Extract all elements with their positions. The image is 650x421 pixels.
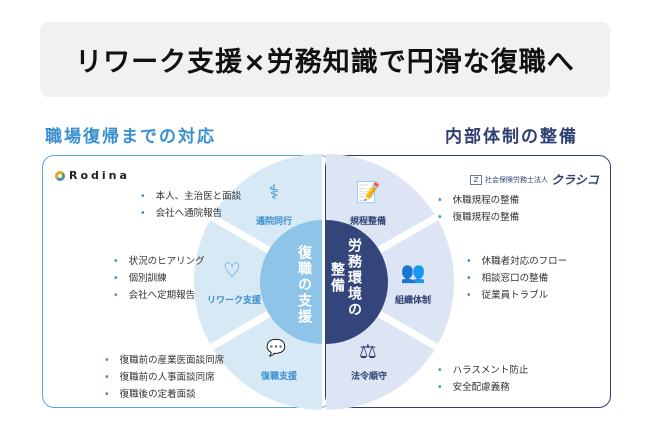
list-item: 休職者対応のフロー: [466, 253, 568, 270]
bullet-list: ハラスメント防止 安全配慮義務: [437, 362, 529, 396]
rodina-logo-text: Rodina: [69, 169, 130, 182]
segment-label: 復職支援: [260, 372, 297, 382]
heart-hand-icon: ♡: [223, 258, 241, 282]
list-item: 復職後の定着面談: [104, 386, 224, 403]
list-item: 会社へ定期報告: [113, 287, 205, 304]
list-item: 会社へ通院報告: [140, 205, 241, 222]
list-item: 安全配慮義務: [437, 379, 528, 396]
segment-divider: [375, 212, 441, 255]
list-item: 相談窓口の整備: [466, 270, 567, 287]
rodina-logo-icon: [55, 170, 65, 181]
list-item: 個別訓練: [113, 270, 205, 287]
bullet-list: 復職前の産業医面談同席 復職前の人事面談同席 復職後の定着面談: [104, 352, 225, 403]
stethoscope-icon: ⚕: [268, 180, 280, 204]
left-center-label: 復職の支援: [296, 245, 312, 325]
list-item: 復職規程の整備: [437, 209, 520, 226]
segment-label: 法令順守: [350, 372, 387, 382]
right-center-circle: [326, 220, 388, 344]
segment-divider: [375, 309, 441, 352]
bullet-list: 本人、主治医と面談 会社へ通院報告: [140, 188, 242, 222]
kurashiko-name: クラシコ: [551, 173, 599, 187]
right-panel: [325, 155, 611, 408]
page-title: リワーク支援×労務知識で円滑な復職へ: [75, 47, 575, 78]
right-heading: 内部体制の整備: [445, 127, 578, 147]
segment-label: リワーク支援: [206, 296, 261, 306]
list-item: 本人、主治医と面談: [140, 188, 242, 205]
bullet-list: 状況のヒアリング 個別訓練 会社へ定期報告: [113, 253, 205, 304]
gavel-icon: ⚖: [359, 339, 377, 363]
list-item: ハラスメント防止: [437, 362, 529, 379]
segment-divider: [207, 309, 273, 352]
bullet-list: 休職規程の整備 復職規程の整備: [437, 192, 520, 226]
document-pen-icon: 📝: [355, 180, 381, 204]
segment-label: 規程整備: [349, 217, 386, 227]
segment-label: 通院同行: [255, 217, 292, 227]
people-icon: 👥: [400, 260, 426, 284]
list-item: 休職規程の整備: [437, 192, 520, 209]
list-item: 復職前の人事面談同席: [104, 369, 224, 386]
right-center-label-1: 労務環境の: [346, 238, 362, 318]
segment-label: 組織体制: [394, 296, 431, 306]
list-item: 復職前の産業医面談同席: [104, 352, 225, 369]
kurashiko-prefix: 社会保険労務士法人: [485, 175, 548, 184]
chat-bubble-icon: 💬: [266, 338, 286, 357]
right-center-label-2: 整備: [329, 262, 345, 294]
list-item: 従業員トラブル: [466, 287, 567, 304]
kurashiko-logo-icon: Z: [470, 174, 482, 185]
title-banner: リワーク支援×労務知識で円滑な復職へ: [40, 22, 610, 97]
left-heading: 職場復帰までの対応: [45, 127, 216, 147]
rodina-logo: Rodina: [55, 169, 130, 182]
list-item: 状況のヒアリング: [113, 253, 205, 270]
right-outer-ring: [326, 154, 454, 410]
bullet-list: 休職者対応のフロー 相談窓口の整備 従業員トラブル: [466, 253, 568, 304]
left-center-circle: [260, 220, 322, 344]
